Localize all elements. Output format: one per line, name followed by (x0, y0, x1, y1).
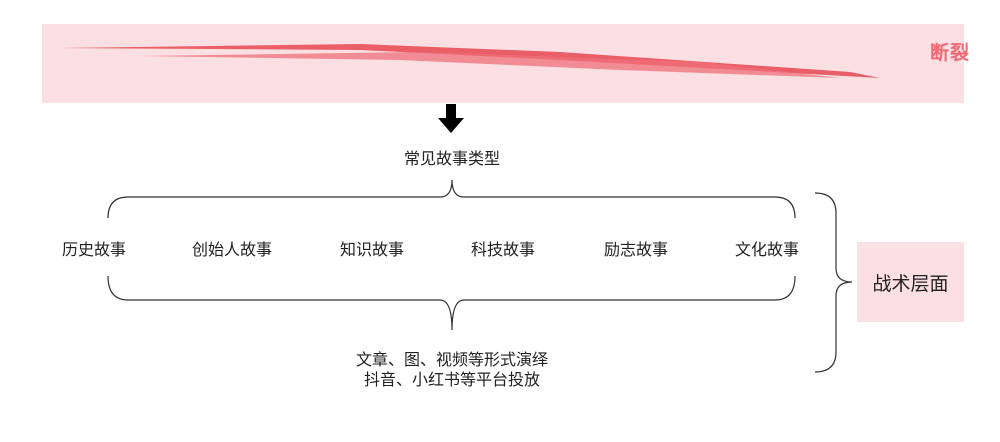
bottom-note-line-1: 文章、图、视频等形式演绎 (355, 350, 548, 369)
banner-title: 断裂 (929, 42, 970, 64)
bottom-note-line-2: 抖音、小红书等平台投放 (363, 370, 540, 389)
story-type-knowledge: 知识故事 (339, 240, 404, 259)
types-title: 常见故事类型 (403, 149, 500, 168)
story-type-founder: 创始人故事 (191, 240, 272, 259)
story-type-history: 历史故事 (61, 240, 126, 259)
down-arrow-icon (438, 104, 464, 133)
tactical-level-label: 战术层面 (872, 272, 949, 295)
tactical-level-box: 战术层面 (857, 242, 964, 322)
bottom-notes: 文章、图、视频等形式演绎 抖音、小红书等平台投放 (0, 350, 904, 390)
streak-secondary (140, 52, 840, 78)
story-type-culture: 文化故事 (734, 240, 799, 259)
top-brace (107, 179, 796, 219)
bottom-brace (107, 275, 796, 331)
story-type-inspire: 励志故事 (603, 240, 668, 259)
streak-primary (60, 44, 880, 78)
right-brace (814, 192, 853, 373)
story-type-tech: 科技故事 (470, 240, 535, 259)
